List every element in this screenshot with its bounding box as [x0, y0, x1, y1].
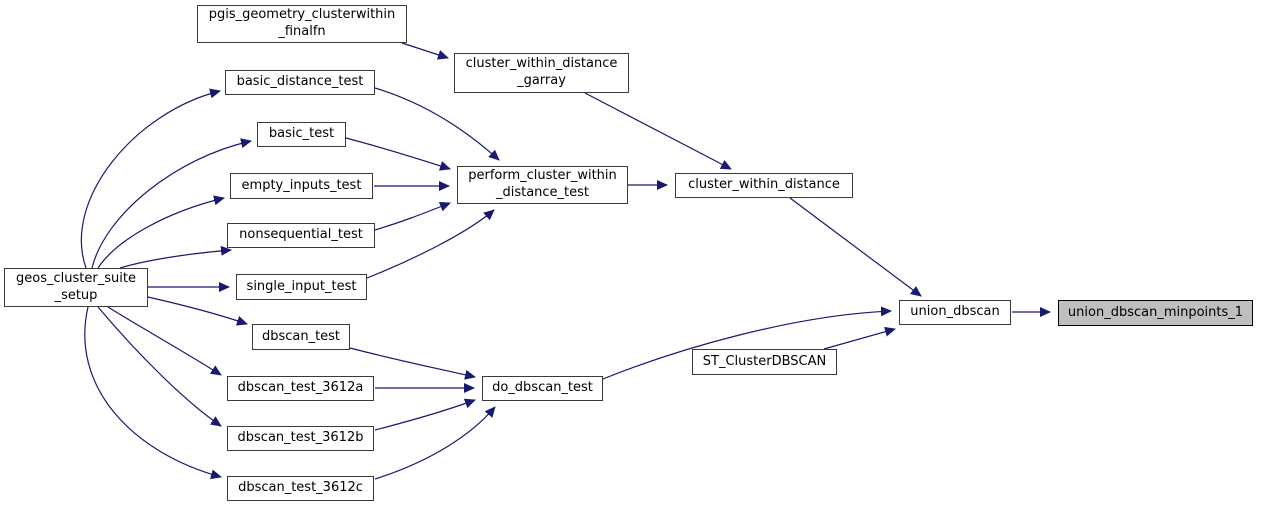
- node-dbscan-test[interactable]: dbscan_test: [252, 324, 350, 350]
- edge-geos-cluster-suite-setup-to-basic-test: [91, 138, 252, 269]
- node-label: geos_cluster_suite _setup: [16, 270, 136, 303]
- edge-do-dbscan-test-to-union-dbscan: [602, 306, 892, 380]
- edge-dbscan-test-3612b-to-do-dbscan-test: [374, 398, 476, 431]
- node-label: basic_distance_test: [236, 74, 364, 90]
- edge-dbscan-test-to-do-dbscan-test: [349, 347, 476, 380]
- node-dbscan-test-3612c[interactable]: dbscan_test_3612c: [227, 476, 374, 501]
- node-label: single_input_test: [246, 278, 357, 294]
- edge-dbscan-test-3612c-to-do-dbscan-test: [374, 406, 496, 480]
- node-dbscan-test-3612a[interactable]: dbscan_test_3612a: [227, 376, 374, 401]
- edge-geos-cluster-suite-setup-to-dbscan-test-3612c: [84, 306, 222, 480]
- node-label: cluster_within_distance _garray: [465, 56, 618, 88]
- node-pgis-geometry-clusterwithin-finalfn[interactable]: pgis_geometry_clusterwithin _finalfn: [197, 5, 407, 43]
- edge-nonsequential-test-to-perform-cluster-within-distance-test: [374, 201, 451, 231]
- edge-geos-cluster-suite-setup-to-empty-inputs-test: [97, 195, 225, 269]
- edge-single-input-test-to-perform-cluster-within-distance-test: [366, 209, 495, 279]
- edge-geos-cluster-suite-setup-to-dbscan-test-3612a: [107, 306, 222, 376]
- node-label: dbscan_test: [261, 328, 341, 344]
- node-basic-distance-test[interactable]: basic_distance_test: [225, 70, 375, 95]
- node-label: do_dbscan_test: [492, 380, 593, 396]
- node-nonsequential-test[interactable]: nonsequential_test: [227, 223, 375, 248]
- node-label: union_dbscan: [910, 304, 1000, 320]
- node-dbscan-test-3612b[interactable]: dbscan_test_3612b: [227, 426, 374, 451]
- node-label: nonsequential_test: [239, 227, 363, 243]
- node-label: dbscan_test_3612b: [237, 430, 364, 446]
- edge-geos-cluster-suite-setup-to-dbscan-test-3612b: [97, 306, 222, 427]
- node-perform-cluster-within-distance-test[interactable]: perform_cluster_within _distance_test: [457, 166, 628, 204]
- node-label: ST_ClusterDBSCAN: [702, 353, 827, 369]
- node-label: basic_test: [268, 126, 335, 142]
- node-single-input-test[interactable]: single_input_test: [236, 274, 367, 300]
- node-do-dbscan-test[interactable]: do_dbscan_test: [482, 376, 603, 401]
- node-label: dbscan_test_3612a: [237, 380, 364, 396]
- edge-st-clusterdbscan-to-union-dbscan: [823, 326, 896, 350]
- node-geos-cluster-suite-setup[interactable]: geos_cluster_suite _setup: [4, 268, 148, 307]
- edge-basic-test-to-perform-cluster-within-distance-test: [345, 137, 451, 171]
- edge-geos-cluster-suite-setup-to-nonsequential-test: [119, 245, 232, 269]
- node-st-clusterdbscan[interactable]: ST_ClusterDBSCAN: [692, 349, 837, 375]
- node-cluster-within-distance[interactable]: cluster_within_distance: [675, 173, 853, 198]
- node-union-dbscan-minpoints-1[interactable]: union_dbscan_minpoints_1: [1058, 300, 1253, 326]
- edge-geos-cluster-suite-setup-to-basic-distance-test: [80, 88, 221, 269]
- node-union-dbscan[interactable]: union_dbscan: [899, 300, 1011, 325]
- node-label: pgis_geometry_clusterwithin _finalfn: [208, 7, 396, 39]
- edge-cluster-within-distance-to-union-dbscan: [789, 197, 922, 297]
- node-cluster-within-distance-garray[interactable]: cluster_within_distance _garray: [454, 53, 629, 93]
- node-label: perform_cluster_within _distance_test: [468, 168, 617, 200]
- edge-cluster-within-distance-garray-to-cluster-within-distance: [584, 92, 732, 170]
- node-basic-test[interactable]: basic_test: [257, 122, 346, 147]
- node-label: union_dbscan_minpoints_1: [1067, 304, 1244, 320]
- edge-geos-cluster-suite-setup-to-dbscan-test: [147, 296, 248, 326]
- node-empty-inputs-test[interactable]: empty_inputs_test: [230, 173, 373, 199]
- edge-basic-distance-test-to-perform-cluster-within-distance-test: [374, 87, 500, 161]
- edge-pgis-geometry-clusterwithin-finalfn-to-cluster-within-distance-garray: [401, 42, 449, 60]
- node-label: dbscan_test_3612c: [238, 480, 363, 496]
- node-label: empty_inputs_test: [241, 177, 362, 193]
- node-label: cluster_within_distance: [688, 177, 840, 193]
